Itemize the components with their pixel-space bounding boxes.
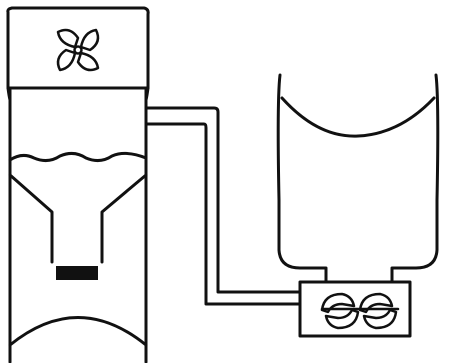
bottom-arch [8,316,148,347]
rotor-right-icon [358,292,398,330]
fan-housing [6,6,150,90]
connecting-pipe [144,106,302,306]
tower-shoulder [6,86,150,102]
rotor-left-icon [320,292,360,330]
liquid-surface [8,151,148,163]
left-tower [6,6,150,363]
discharge-block [56,266,98,280]
funnel-cone [8,173,148,264]
hopper-material-surface [280,96,436,138]
tower-body [8,88,148,363]
feeder [298,280,412,338]
hopper-body [276,73,440,284]
hopper [276,73,440,284]
fan-icon [56,28,100,72]
